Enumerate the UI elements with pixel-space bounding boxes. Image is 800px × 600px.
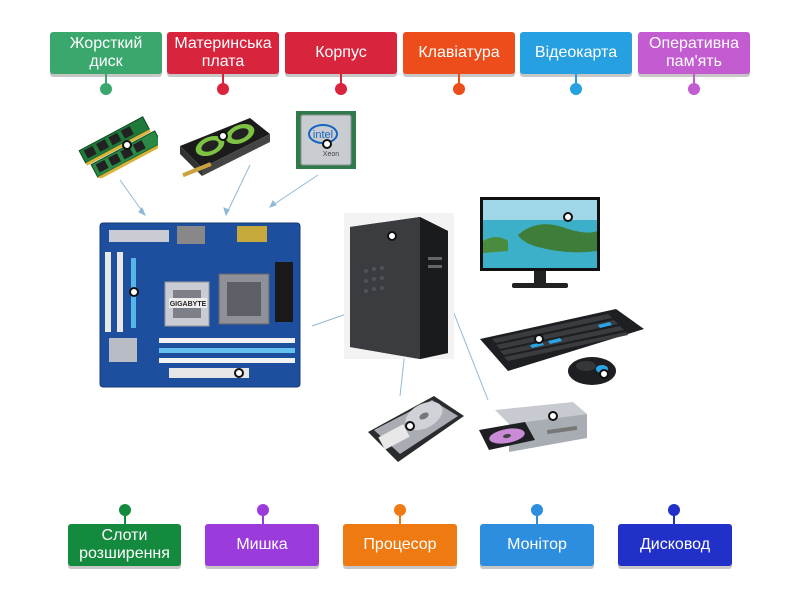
keyboard-image bbox=[480, 309, 644, 371]
drag-knob[interactable] bbox=[668, 504, 680, 516]
stem bbox=[399, 512, 401, 525]
drop-pin-motherboard[interactable] bbox=[234, 368, 244, 378]
label-monitor[interactable]: Монітор bbox=[480, 524, 594, 566]
pc-case-image bbox=[344, 213, 454, 359]
label-video-card[interactable]: Відеокарта bbox=[520, 32, 632, 74]
stem bbox=[124, 512, 126, 525]
mouse-image bbox=[568, 357, 616, 385]
label-keyboard[interactable]: Клавіатура bbox=[403, 32, 515, 74]
label-hard-drive[interactable]: Жорсткий диск bbox=[50, 32, 162, 74]
stem bbox=[693, 74, 695, 86]
drag-knob[interactable] bbox=[394, 504, 406, 516]
stem bbox=[222, 74, 224, 86]
stem bbox=[458, 74, 460, 86]
stem bbox=[340, 74, 342, 86]
drop-pin-mouse[interactable] bbox=[599, 369, 609, 379]
motherboard-image: GIGABYTE bbox=[99, 222, 301, 388]
label-mouse[interactable]: Мишка bbox=[205, 524, 319, 566]
ram-image bbox=[78, 116, 158, 178]
video-card-image bbox=[180, 118, 270, 178]
optical-drive-image bbox=[479, 402, 587, 452]
drag-knob[interactable] bbox=[688, 83, 700, 95]
drop-pin-monitor[interactable] bbox=[563, 212, 573, 222]
drag-knob[interactable] bbox=[100, 83, 112, 95]
drop-pin-keyboard[interactable] bbox=[534, 334, 544, 344]
label-expansion-slots[interactable]: Слоти розширення bbox=[68, 524, 181, 566]
cpu-model-text: Xeon bbox=[323, 151, 339, 158]
drag-knob[interactable] bbox=[570, 83, 582, 95]
drag-knob[interactable] bbox=[217, 83, 229, 95]
label-processor[interactable]: Процесор bbox=[343, 524, 457, 566]
drag-knob[interactable] bbox=[453, 83, 465, 95]
drop-pin-processor[interactable] bbox=[322, 139, 332, 149]
label-case[interactable]: Корпус bbox=[285, 32, 397, 74]
stem bbox=[575, 74, 577, 86]
drop-pin-ram[interactable] bbox=[122, 140, 132, 150]
mb-brand-text: GIGABYTE bbox=[170, 301, 207, 308]
drag-knob[interactable] bbox=[119, 504, 131, 516]
monitor-image bbox=[480, 197, 600, 288]
stem bbox=[105, 74, 107, 86]
drop-pin-video-card[interactable] bbox=[218, 131, 228, 141]
stem bbox=[536, 512, 538, 525]
drag-knob[interactable] bbox=[257, 504, 269, 516]
cpu-brand-text: intel bbox=[313, 129, 333, 141]
drop-pin-case[interactable] bbox=[387, 231, 397, 241]
label-ram[interactable]: Оперативна пам'ять bbox=[638, 32, 750, 74]
hard-drive-image bbox=[368, 396, 464, 462]
label-motherboard[interactable]: Материнська плата bbox=[167, 32, 279, 74]
drop-pin-optical-drive[interactable] bbox=[548, 411, 558, 421]
stem bbox=[673, 512, 675, 525]
drag-knob[interactable] bbox=[531, 504, 543, 516]
stem bbox=[262, 512, 264, 525]
drop-pin-hard-drive[interactable] bbox=[405, 421, 415, 431]
drag-knob[interactable] bbox=[335, 83, 347, 95]
drop-pin-expansion-slots[interactable] bbox=[129, 287, 139, 297]
label-optical-drive[interactable]: Дисковод bbox=[618, 524, 732, 566]
